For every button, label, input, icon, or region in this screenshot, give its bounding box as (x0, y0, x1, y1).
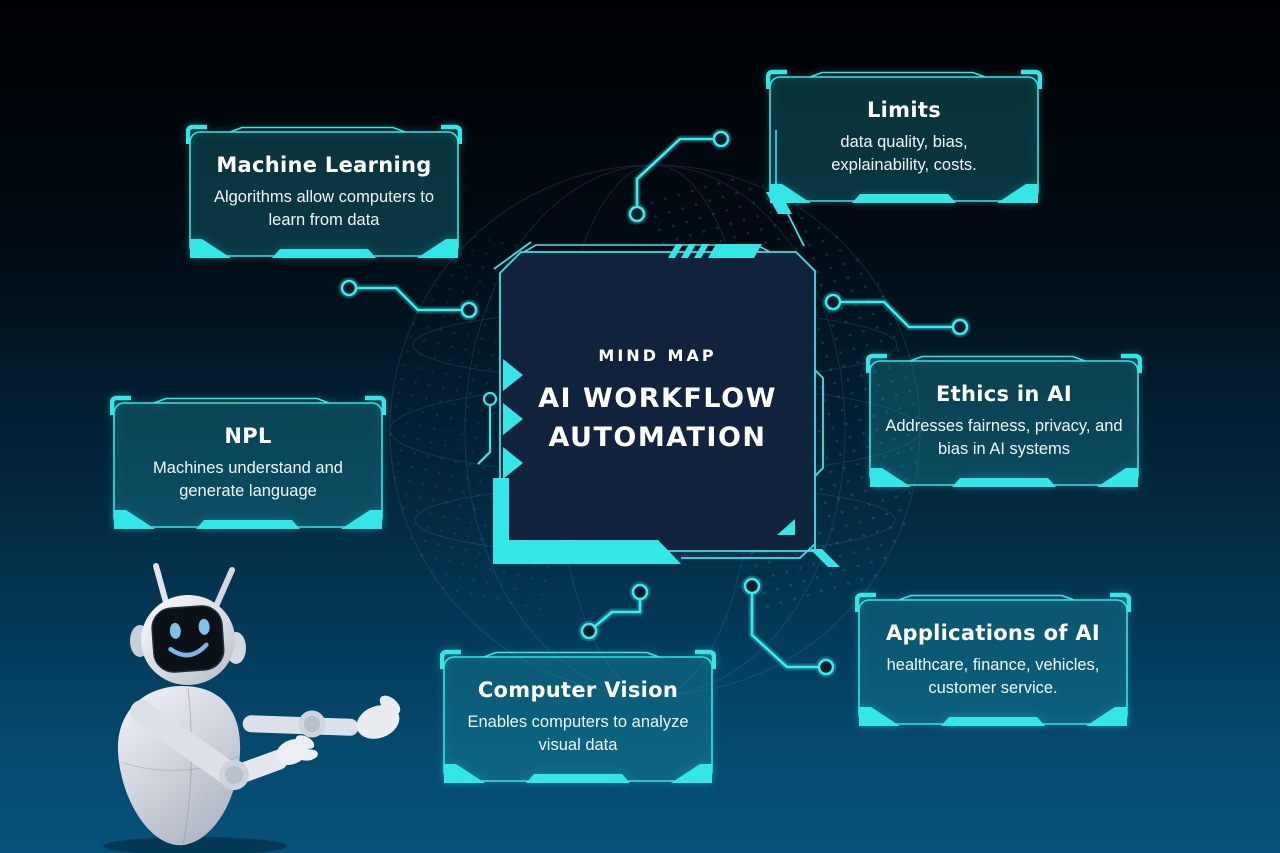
card-description: Addresses fairness, privacy, and bias in… (885, 416, 1123, 458)
card-content: Ethics in AI Addresses fairness, privacy… (878, 364, 1130, 478)
card-description: Enables computers to analyze visual data (467, 712, 689, 754)
card-title: Machine Learning (216, 152, 432, 177)
node-card-applications-of-ai: Applications of AI healthcare, finance, … (855, 591, 1131, 731)
central-panel-frame (477, 130, 840, 567)
center-title-line-2: AUTOMATION (548, 422, 767, 453)
node-card-computer-vision: Computer Vision Enables computers to ana… (440, 648, 716, 788)
node-card-machine-learning: Machine Learning Algorithms allow comput… (186, 123, 462, 263)
card-description: healthcare, finance, vehicles, customer … (886, 655, 1100, 697)
center-kicker: MIND MAP (598, 345, 717, 365)
center-title-line-1: AI WORKFLOW (538, 382, 777, 414)
card-description: data quality, bias, explainability, cost… (831, 132, 977, 174)
card-title: NPL (224, 423, 272, 448)
card-content: NPL Machines understand and generate lan… (126, 406, 370, 520)
central-topic-panel: MIND MAP AI WORKFLOW AUTOMATION (500, 252, 815, 551)
card-title: Applications of AI (885, 620, 1101, 645)
card-title: Limits (867, 97, 941, 122)
card-content: Applications of AI healthcare, finance, … (865, 603, 1121, 717)
center-title: AI WORKFLOW AUTOMATION (538, 379, 777, 457)
card-content: Limits data quality, bias, explainabilit… (796, 80, 1012, 194)
connectors (338, 128, 971, 678)
card-description: Algorithms allow computers to learn from… (213, 187, 435, 229)
node-card-limits: Limits data quality, bias, explainabilit… (766, 68, 1042, 208)
card-content: Computer Vision Enables computers to ana… (456, 660, 700, 774)
node-card-ethics-in-ai: Ethics in AI Addresses fairness, privacy… (866, 352, 1142, 492)
node-card-npl: NPL Machines understand and generate lan… (110, 394, 386, 534)
card-content: Machine Learning Algorithms allow comput… (202, 135, 446, 249)
card-description: Machines understand and generate languag… (153, 458, 343, 500)
card-title: Ethics in AI (936, 381, 1072, 406)
card-title: Computer Vision (477, 677, 679, 702)
robot-mascot-icon (103, 563, 401, 853)
